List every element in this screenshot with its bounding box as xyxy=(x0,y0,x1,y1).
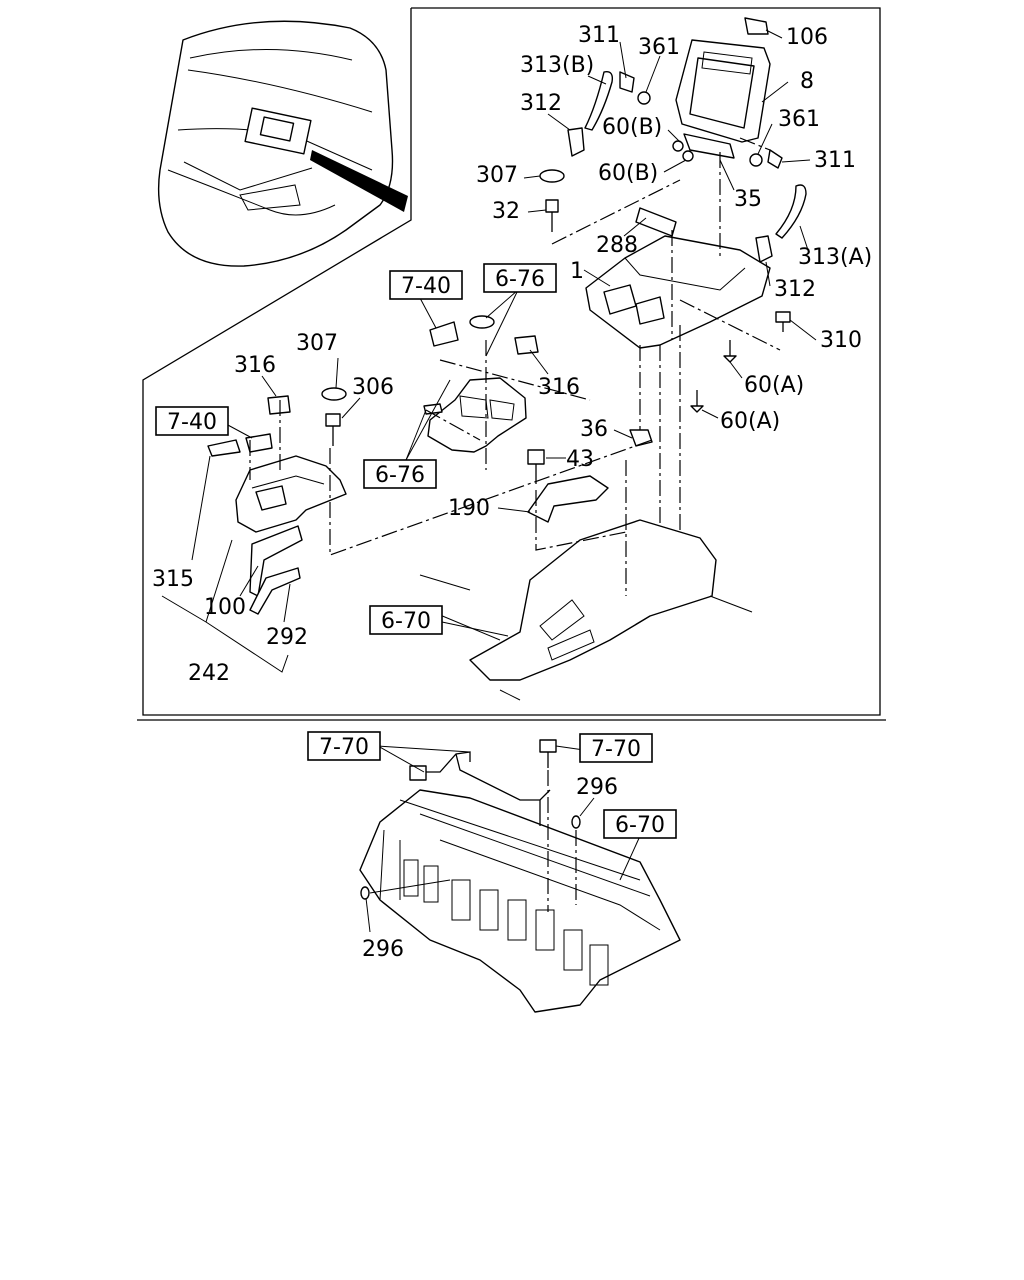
screw-32-part xyxy=(545,199,559,232)
callout-296: 296 xyxy=(576,775,618,800)
shift-console-part xyxy=(427,377,527,453)
grommet-296a-part xyxy=(571,815,581,829)
cover-740b-part xyxy=(245,433,273,453)
callout-311: 311 xyxy=(814,148,856,173)
ref-label: 7-70 xyxy=(319,735,369,760)
callout-288: 288 xyxy=(596,233,638,258)
nut-361a-part xyxy=(637,91,651,105)
ref-label: 7-40 xyxy=(167,410,217,435)
callout-32: 32 xyxy=(492,199,520,224)
knob-316a-part xyxy=(267,395,291,415)
callout-316: 316 xyxy=(538,375,580,400)
clip-106-part xyxy=(744,17,769,35)
callout-60a: 60(A) xyxy=(744,373,804,398)
callout-106: 106 xyxy=(786,25,828,50)
callout-60b: 60(B) xyxy=(602,115,662,140)
screw-60a-part xyxy=(690,340,737,413)
callout-361: 361 xyxy=(638,35,680,60)
knob-316b-part xyxy=(514,335,539,355)
ref-label: 6-70 xyxy=(381,609,431,634)
callout-313a: 313(A) xyxy=(798,245,872,270)
callout-43: 43 xyxy=(566,447,594,472)
callout-310: 310 xyxy=(820,328,862,353)
callout-35: 35 xyxy=(734,187,762,212)
callout-313b: 313(B) xyxy=(520,53,594,78)
ref-box-6-76-lower[interactable]: 6-76 xyxy=(363,459,437,489)
callout-242: 242 xyxy=(188,661,230,686)
bolt-43-part xyxy=(527,449,545,484)
overhead-console-assembly xyxy=(539,17,807,535)
ref-label: 7-70 xyxy=(591,737,641,762)
console-housing-part xyxy=(585,235,771,349)
clip-312a-part xyxy=(567,127,585,157)
strap-313a-part xyxy=(775,184,807,239)
bracket-35-part xyxy=(683,133,735,159)
ref-box-7-40-upper[interactable]: 7-40 xyxy=(389,270,463,300)
callout-8: 8 xyxy=(800,69,814,94)
bracket-288-part xyxy=(635,207,677,237)
screw-310-part xyxy=(775,311,791,332)
plate-100-part xyxy=(249,525,303,597)
callout-316: 316 xyxy=(234,353,276,378)
ref-label: 6-70 xyxy=(615,813,665,838)
bolt-306-part xyxy=(325,413,341,446)
display-frame-part xyxy=(675,39,771,143)
cap-676-part xyxy=(469,315,495,329)
callout-312: 312 xyxy=(774,277,816,302)
dash-frame-assembly xyxy=(359,739,681,1013)
frame-slots xyxy=(403,859,609,986)
callout-36: 36 xyxy=(580,417,608,442)
clip-312b-part xyxy=(755,235,773,263)
support-rod-part xyxy=(409,751,551,826)
callout-315: 315 xyxy=(152,567,194,592)
grommet-296b-part xyxy=(360,886,370,900)
ref-box-6-70-lower[interactable]: 6-70 xyxy=(603,809,677,839)
ref-label: 7-40 xyxy=(401,274,451,299)
callout-311: 311 xyxy=(578,23,620,48)
callout-100: 100 xyxy=(204,595,246,620)
ref-box-7-70-right[interactable]: 7-70 xyxy=(579,733,653,763)
cap-307b-part xyxy=(321,387,347,401)
callout-60a: 60(A) xyxy=(720,409,780,434)
cab-overview-illustration xyxy=(157,20,408,267)
cap-307a-part xyxy=(539,169,565,183)
callout-1: 1 xyxy=(570,259,584,284)
bolt-770-part xyxy=(539,739,557,768)
callout-307: 307 xyxy=(296,331,338,356)
callout-312: 312 xyxy=(520,91,562,116)
callout-307: 307 xyxy=(476,163,518,188)
main-panel-frame xyxy=(137,7,886,721)
ref-box-7-70-left[interactable]: 7-70 xyxy=(307,731,381,761)
ref-box-7-40-lower[interactable]: 7-40 xyxy=(155,406,229,436)
ref-label: 6-76 xyxy=(495,267,545,292)
strap-313b-part xyxy=(584,71,614,131)
callout-60b: 60(B) xyxy=(598,161,658,186)
ref-box-6-70-upper[interactable]: 6-70 xyxy=(369,605,443,635)
plate-292-part xyxy=(249,567,301,615)
bracket-190-part xyxy=(527,475,609,523)
callout-296: 296 xyxy=(362,937,404,962)
plate-315-part xyxy=(207,439,241,457)
ref-box-6-76-upper[interactable]: 6-76 xyxy=(483,263,557,293)
lower-console-part xyxy=(235,455,347,533)
ref-label: 6-76 xyxy=(375,463,425,488)
nut-361b-part xyxy=(749,153,763,167)
clip-676-part xyxy=(423,403,443,415)
floor-tunnel-part xyxy=(419,519,753,701)
callout-labels: 311 361 106 313(B) 8 312 361 60(B) 311 3… xyxy=(152,23,872,962)
clip-311a-part xyxy=(619,71,635,93)
callout-292: 292 xyxy=(266,625,308,650)
cover-740a-part xyxy=(429,321,459,347)
callout-361: 361 xyxy=(778,107,820,132)
clip-311b-part xyxy=(767,149,783,169)
leader-lines xyxy=(161,29,817,933)
screw-60b-part xyxy=(672,140,694,162)
callout-190: 190 xyxy=(448,496,490,521)
floor-console-assembly xyxy=(207,315,753,701)
callout-306: 306 xyxy=(352,375,394,400)
